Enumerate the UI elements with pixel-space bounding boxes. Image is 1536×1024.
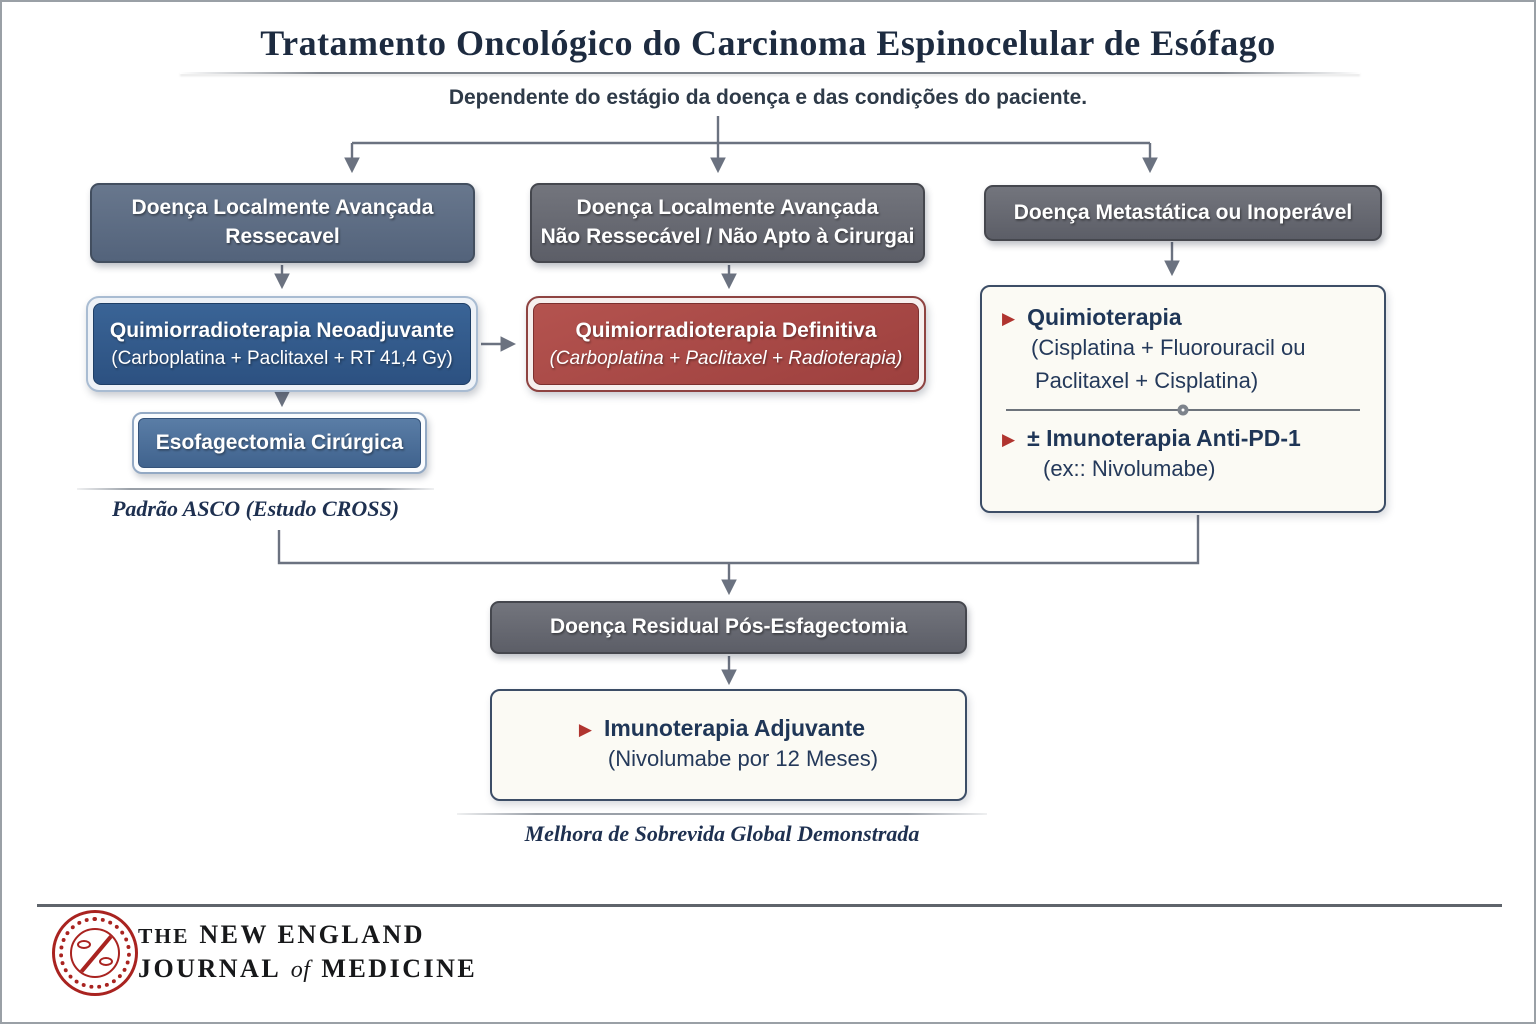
seal-ring [59,917,131,989]
chemo-detail-line1: (Cisplatina + Fluorouracil ou [1031,335,1306,360]
subtitle: Dependente do estágio da doença e das co… [448,86,1088,109]
stage-box-unresectable-line1: Doença Localmente Avançada [576,196,879,220]
bullet-triangle-icon: ▶ [1002,309,1016,328]
immuno-title: ± Imunoterapia Anti-PD-1 [1027,425,1301,451]
nejm-of: of [290,956,311,983]
nejm-journal: JOURNAL [138,953,280,983]
surgery-label: Esofagectomia Cirúrgica [155,431,404,454]
panel-option-divider [1006,404,1360,416]
panel-metastatic-options: ▶ Quimioterapia (Cisplatina + Fluorourac… [980,285,1386,513]
treatment-box-neoadjuvant: Quimiorradioterapia Neoadjuvante (Carbop… [86,296,478,392]
seal-detail [77,940,91,949]
treatment-box-neoadjuvant-inner: Quimiorradioterapia Neoadjuvante (Carbop… [93,303,471,385]
bottom-caption-divider [457,813,987,815]
definitive-detail: (Carboplatina + Paclitaxel + Radioterapi… [549,347,903,369]
stage-box-unresectable-line2: Não Ressecável / Não Apto à Cirurgai [540,225,915,248]
stage-box-resectable-line2: Ressecavel [225,225,340,248]
chemo-detail-line2: Paclitaxel + Cisplatina) [1035,368,1259,393]
bullet-triangle-icon: ▶ [578,720,592,739]
immuno-detail: (ex:: Nivolumabe) [1043,456,1216,481]
nejm-seal-icon [52,910,138,996]
title-divider [180,72,1360,74]
surgery-box: Esofagectomia Cirúrgica [132,412,427,474]
stage-box-resectable: Doença Localmente Avançada Ressecavel [90,183,475,263]
nejm-the: THE [138,924,190,948]
neoadjuvant-title: Quimiorradioterapia Neoadjuvante [109,318,455,342]
divider-node-icon [1177,404,1189,416]
treatment-box-definitive-inner: Quimiorradioterapia Definitiva (Carbopla… [533,303,919,385]
connector-merge [277,515,1200,565]
left-caption-divider [77,488,434,490]
residual-label: Doença Residual Pós-Esfagectomia [549,615,908,639]
nejm-new-england: NEW ENGLAND [199,920,426,949]
residual-box: Doença Residual Pós-Esfagectomia [490,601,967,654]
surgery-box-inner: Esofagectomia Cirúrgica [138,418,421,468]
seal-core [70,928,120,978]
left-caption: Padrão ASCO (Estudo CROSS) [111,496,400,521]
chemo-title: Quimioterapia [1027,304,1182,330]
seal-staff [78,931,116,975]
nejm-medicine: MEDICINE [321,953,478,983]
nejm-logotype: THE NEW ENGLAND JOURNAL of MEDICINE [138,918,477,986]
stage-box-unresectable: Doença Localmente Avançada Não Ressecáve… [530,183,925,263]
stage-box-metastatic: Doença Metastática ou Inoperável [984,185,1382,241]
footer-divider [37,904,1502,907]
seal-detail [99,957,113,966]
bottom-caption: Melhora de Sobrevida Global Demonstrada [524,821,920,846]
neoadjuvant-detail: (Carboplatina + Paclitaxel + RT 41,4 Gy) [111,347,453,369]
adjuvant-detail: (Nivolumabe por 12 Meses) [607,746,879,771]
stage-box-metastatic-label: Doença Metastática ou Inoperável [1013,200,1353,224]
stage-box-resectable-line1: Doença Localmente Avançada [131,196,434,220]
definitive-title: Quimiorradioterapia Definitiva [575,318,877,342]
adjuvant-title: Imunoterapia Adjuvante [603,715,866,741]
treatment-box-definitive: Quimiorradioterapia Definitiva (Carbopla… [526,296,926,392]
page-title: Tratamento Oncológico do Carcinoma Espin… [260,23,1276,63]
panel-adjuvant: ▶ Imunoterapia Adjuvante (Nivolumabe por… [490,689,967,801]
bullet-triangle-icon: ▶ [1002,430,1016,449]
